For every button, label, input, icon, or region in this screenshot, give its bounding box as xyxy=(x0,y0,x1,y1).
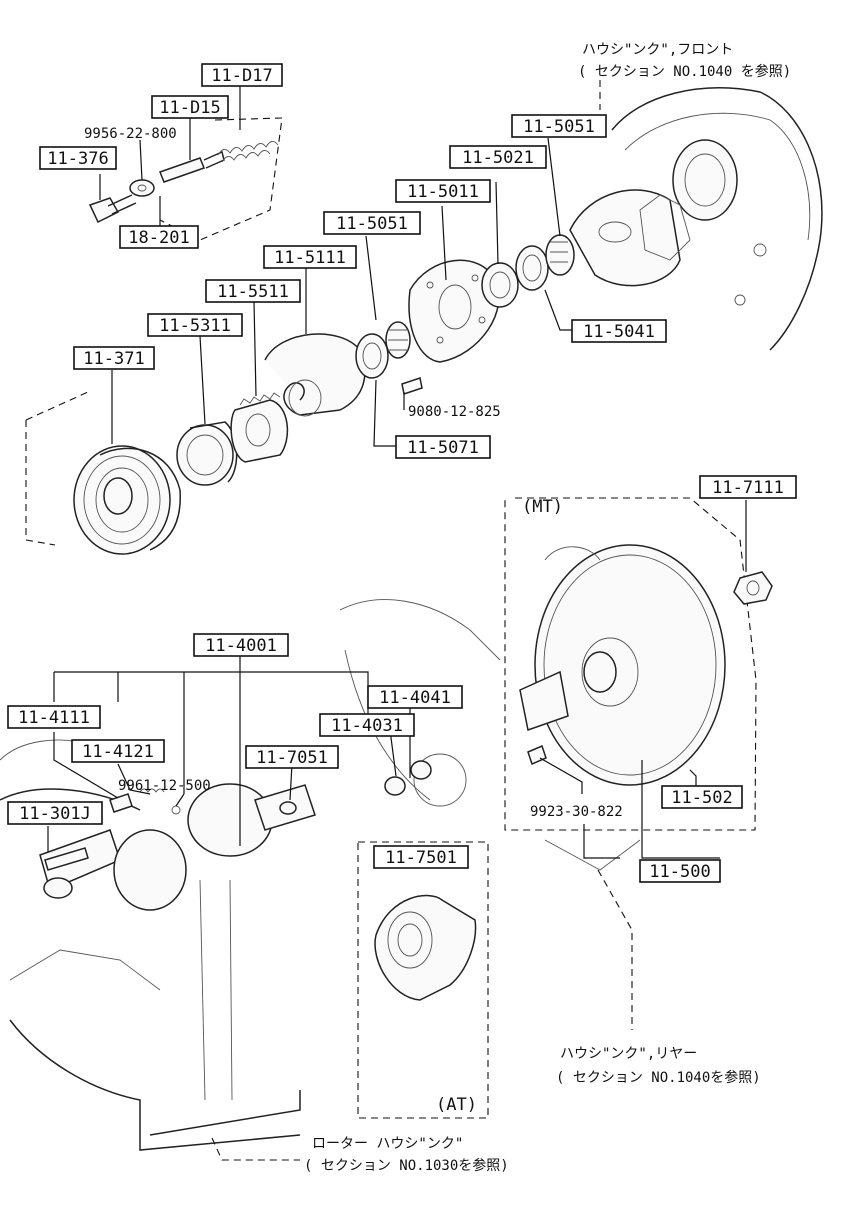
at-adapter-drawing xyxy=(357,841,489,1119)
callout-11-5511[interactable]: 11-5511 xyxy=(205,279,301,303)
gear-drawing xyxy=(230,392,289,463)
thrust-plate-drawing xyxy=(408,259,500,363)
part-number: 11-371 xyxy=(83,349,144,369)
callout-11-5051-lower[interactable]: 11-5051 xyxy=(323,211,421,235)
part-number: 11-4041 xyxy=(379,688,451,708)
front-housing-note: ハウシ"ンク",フロント xyxy=(582,42,733,58)
counterweight-drawing xyxy=(264,333,366,417)
nut-drawing xyxy=(733,571,773,605)
callout-11-371[interactable]: 11-371 xyxy=(73,346,155,370)
callout-11-376[interactable]: 11-376 xyxy=(39,146,117,170)
pulley-drawing xyxy=(25,391,181,555)
part-number: 11-4031 xyxy=(331,716,403,736)
part-number: 11-500 xyxy=(649,862,710,882)
callout-11-4111[interactable]: 11-4111 xyxy=(7,705,101,729)
eccentric-shaft-drawing xyxy=(0,739,316,1136)
part-number: 11-5041 xyxy=(583,322,655,342)
callout-11-D15[interactable]: 11-D15 xyxy=(151,95,229,119)
callout-11-5021[interactable]: 11-5021 xyxy=(449,145,547,169)
thrust-washer-drawing xyxy=(355,321,423,395)
oil-jet-drawing xyxy=(384,760,432,796)
callout-11-301J[interactable]: 11-301J xyxy=(7,801,103,825)
part-number: 11-5051 xyxy=(336,214,408,234)
callout-11-5041[interactable]: 11-5041 xyxy=(571,319,667,343)
rear-housing-note: ハウシ"ンク",リヤー xyxy=(560,1046,697,1062)
plug-assembly-drawing xyxy=(44,788,297,871)
part-number: 11-7051 xyxy=(256,748,328,768)
part-number: 11-D17 xyxy=(211,66,272,86)
part-number: 11-D15 xyxy=(159,98,220,118)
rear-housing-drawing xyxy=(544,839,641,1030)
part-number: 18-201 xyxy=(128,228,189,248)
callout-11-5071[interactable]: 11-5071 xyxy=(395,435,491,459)
pilot-bolt-assembly-drawing xyxy=(88,117,283,241)
part-number: 11-301J xyxy=(19,804,91,824)
part-number-9961-12-500[interactable]: 9961-12-500 xyxy=(118,778,211,794)
at-variant-label: (AT) xyxy=(436,1095,477,1115)
rotor-housing-note: ローター ハウシ"ンク" xyxy=(312,1136,463,1152)
mt-variant-label: (MT) xyxy=(522,497,563,517)
callout-11-5011[interactable]: 11-5011 xyxy=(395,179,491,203)
callout-11-4031[interactable]: 11-4031 xyxy=(319,713,415,737)
callout-11-5111[interactable]: 11-5111 xyxy=(263,245,357,269)
callout-11-7051[interactable]: 11-7051 xyxy=(245,745,339,769)
part-number: 11-376 xyxy=(47,149,108,169)
part-number-9956-22-800[interactable]: 9956-22-800 xyxy=(84,126,177,142)
part-number: 11-5051 xyxy=(523,117,595,137)
part-number-9080-12-825[interactable]: 9080-12-825 xyxy=(408,404,501,420)
part-number: 11-4001 xyxy=(205,636,277,656)
part-number: 11-5511 xyxy=(217,282,289,302)
part-number: 11-5071 xyxy=(407,438,479,458)
rotor-housing-pointer xyxy=(211,1137,300,1161)
callout-11-7501[interactable]: 11-7501 xyxy=(373,845,469,869)
part-number: 11-7111 xyxy=(712,478,784,498)
callout-11-5311[interactable]: 11-5311 xyxy=(147,313,243,337)
part-number: 11-7501 xyxy=(385,848,457,868)
callout-11-4121[interactable]: 11-4121 xyxy=(71,739,165,763)
rotor-housing-section-ref[interactable]: ( セクション NO.1030を参照) xyxy=(304,1157,509,1174)
callout-11-D17[interactable]: 11-D17 xyxy=(201,63,283,87)
flywheel-drawing xyxy=(504,497,757,831)
callout-11-502[interactable]: 11-502 xyxy=(661,785,743,809)
part-number: 11-5111 xyxy=(274,248,346,268)
part-number: 11-5311 xyxy=(159,316,231,336)
part-number: 11-4111 xyxy=(18,708,90,728)
part-number-9923-30-822[interactable]: 9923-30-822 xyxy=(530,804,623,820)
front-housing-drawing xyxy=(569,87,823,351)
part-number: 11-4121 xyxy=(82,742,154,762)
rear-housing-section-ref[interactable]: ( セクション NO.1040を参照) xyxy=(556,1069,761,1086)
callout-11-5051-upper[interactable]: 11-5051 xyxy=(511,114,607,138)
callout-18-201[interactable]: 18-201 xyxy=(119,225,199,249)
callout-11-7111[interactable]: 11-7111 xyxy=(699,475,797,499)
part-number: 11-502 xyxy=(671,788,732,808)
callout-11-4001[interactable]: 11-4001 xyxy=(193,633,289,657)
rotor-housing-drawing xyxy=(9,599,501,1151)
thrust-bearing-drawing xyxy=(481,234,575,308)
callout-11-500[interactable]: 11-500 xyxy=(639,859,721,883)
part-number: 11-5011 xyxy=(407,182,479,202)
part-number: 11-5021 xyxy=(462,148,534,168)
eccentric-hub-drawing xyxy=(176,421,238,486)
callout-11-4041[interactable]: 11-4041 xyxy=(367,685,463,709)
front-housing-section-ref[interactable]: ( セクション NO.1040 を参照) xyxy=(578,63,791,80)
